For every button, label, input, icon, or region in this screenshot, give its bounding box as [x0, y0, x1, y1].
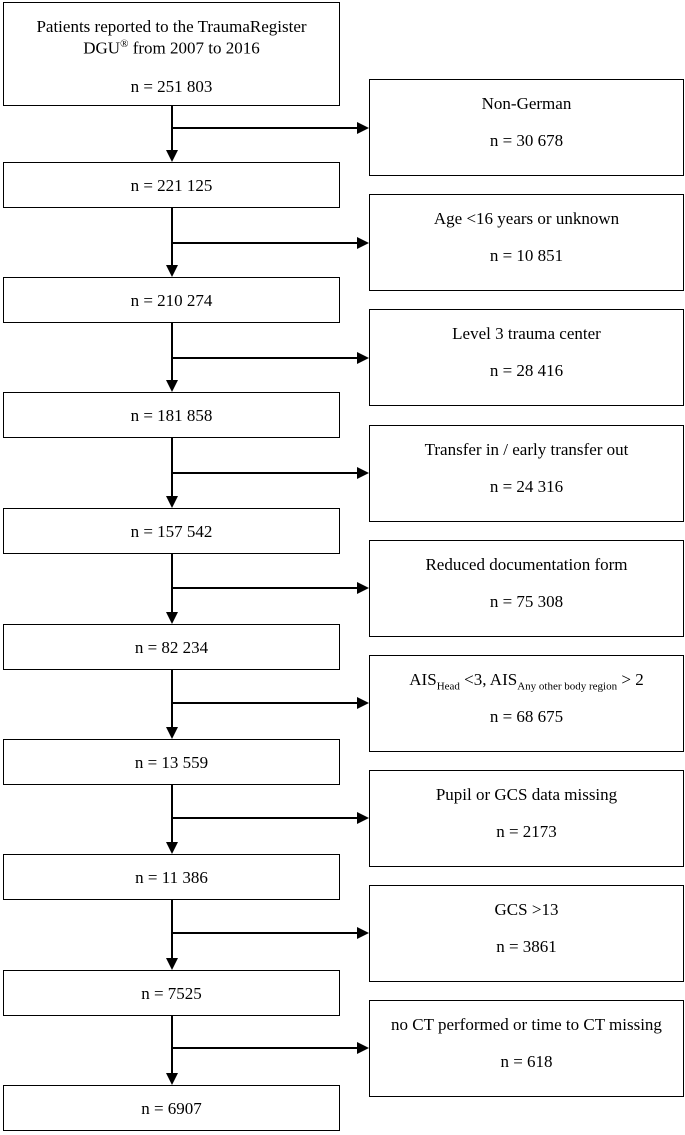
- connector-line: [171, 670, 173, 727]
- connector-line: [171, 323, 173, 380]
- exclusion-box-3: Level 3 trauma center n = 28 416: [369, 309, 684, 406]
- arrow-down-icon: [166, 612, 178, 624]
- arrow-down-icon: [166, 958, 178, 970]
- connector-line: [172, 472, 357, 474]
- arrow-right-icon: [357, 467, 369, 479]
- arrow-right-icon: [357, 352, 369, 364]
- arrow-down-icon: [166, 150, 178, 162]
- arrow-down-icon: [166, 265, 178, 277]
- connector-line: [172, 702, 357, 704]
- arrow-right-icon: [357, 812, 369, 824]
- arrow-right-icon: [357, 697, 369, 709]
- connector-line: [171, 900, 173, 958]
- connector-line: [171, 554, 173, 612]
- start-box: Patients reported to the TraumaRegister …: [3, 2, 340, 106]
- connector-line: [172, 587, 357, 589]
- arrow-right-icon: [357, 927, 369, 939]
- arrow-down-icon: [166, 842, 178, 854]
- start-count: n = 251 803: [130, 77, 213, 96]
- connector-line: [171, 208, 173, 265]
- exclusion-box-2: Age <16 years or unknown n = 10 851: [369, 194, 684, 291]
- exclusion-box-7: Pupil or GCS data missing n = 2173: [369, 770, 684, 867]
- connector-line: [172, 817, 357, 819]
- main-box-8: n = 7525: [3, 970, 340, 1016]
- main-box-4: n = 157 542: [3, 508, 340, 554]
- arrow-right-icon: [357, 122, 369, 134]
- connector-line: [172, 357, 357, 359]
- main-box-2: n = 210 274: [3, 277, 340, 323]
- connector-line: [171, 785, 173, 842]
- main-box-1: n = 221 125: [3, 162, 340, 208]
- main-box-3: n = 181 858: [3, 392, 340, 438]
- main-box-6: n = 13 559: [3, 739, 340, 785]
- connector-line: [171, 1016, 173, 1073]
- main-box-7: n = 11 386: [3, 854, 340, 900]
- exclusion-box-1: Non-German n = 30 678: [369, 79, 684, 176]
- connector-line: [172, 1047, 357, 1049]
- arrow-right-icon: [357, 1042, 369, 1054]
- exclusion-box-6: AISHead <3, AISAny other body region > 2…: [369, 655, 684, 752]
- connector-line: [172, 242, 357, 244]
- arrow-right-icon: [357, 582, 369, 594]
- arrow-down-icon: [166, 380, 178, 392]
- arrow-down-icon: [166, 727, 178, 739]
- connector-line: [171, 438, 173, 496]
- arrow-down-icon: [166, 496, 178, 508]
- exclusion-box-4: Transfer in / early transfer out n = 24 …: [369, 425, 684, 522]
- arrow-right-icon: [357, 237, 369, 249]
- connector-line: [172, 932, 357, 934]
- exclusion-box-8: GCS >13 n = 3861: [369, 885, 684, 982]
- main-box-9: n = 6907: [3, 1085, 340, 1131]
- ais-label: AISHead <3, AISAny other body region > 2: [409, 670, 644, 693]
- connector-line: [172, 127, 357, 129]
- main-box-5: n = 82 234: [3, 624, 340, 670]
- start-title-line1: Patients reported to the TraumaRegister: [36, 17, 307, 36]
- exclusion-box-5: Reduced documentation form n = 75 308: [369, 540, 684, 637]
- start-title-line2: DGU® from 2007 to 2016: [83, 38, 260, 58]
- arrow-down-icon: [166, 1073, 178, 1085]
- exclusion-box-9: no CT performed or time to CT missing n …: [369, 1000, 684, 1097]
